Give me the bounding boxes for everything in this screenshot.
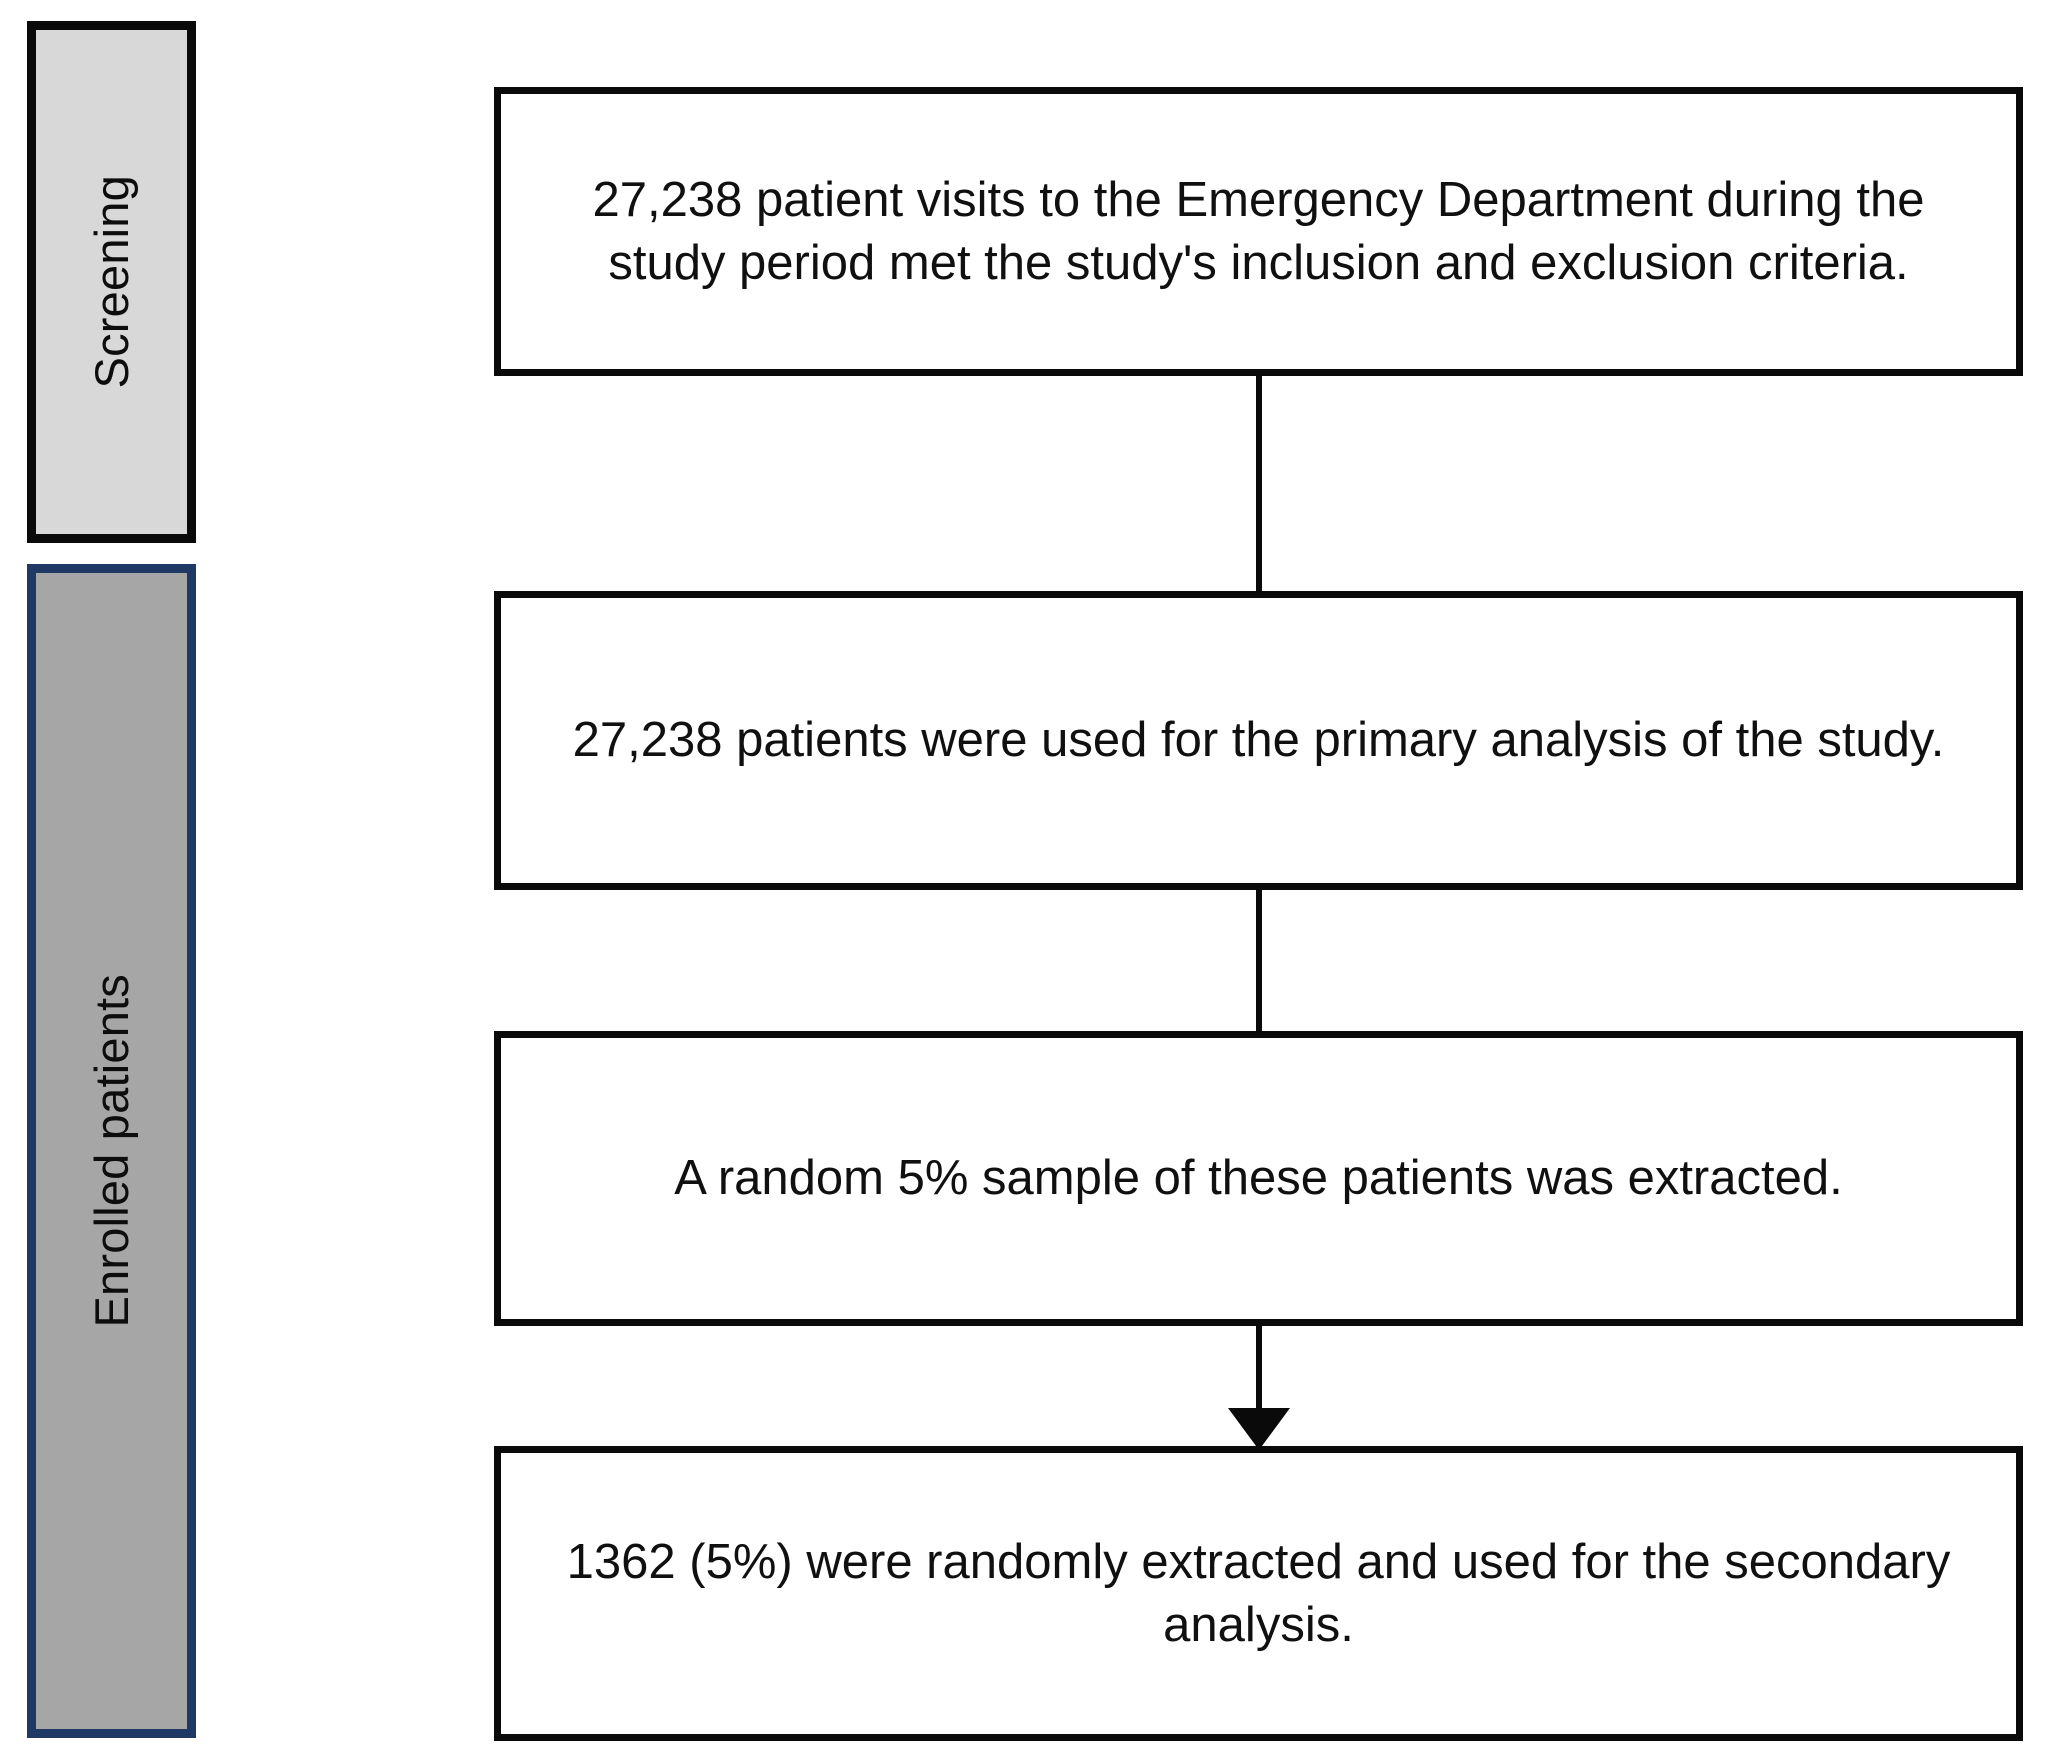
flow-box-text: 27,238 patients were used for the primar… xyxy=(572,713,1945,768)
flow-box-secondary-analysis: 1362 (5%) were randomly extracted and us… xyxy=(494,1446,2023,1741)
stage-label-enrolled-patients: Enrolled patients xyxy=(85,974,138,1328)
arrow-down-icon xyxy=(1228,1408,1290,1450)
connector-line-3 xyxy=(1256,1324,1262,1410)
stage-bar-enrolled-patients: Enrolled patients xyxy=(27,564,196,1738)
flow-box-text: A random 5% sample of these patients was… xyxy=(674,1151,1843,1206)
connector-line-1 xyxy=(1256,374,1262,593)
flow-box-primary-analysis: 27,238 patients were used for the primar… xyxy=(494,591,2023,890)
stage-bar-screening: Screening xyxy=(27,21,196,543)
connector-line-2 xyxy=(1256,888,1262,1033)
flow-box-text: 1362 (5%) were randomly extracted and us… xyxy=(566,1534,1951,1652)
flow-box-text: 27,238 patient visits to the Emergency D… xyxy=(592,172,1925,290)
flow-box-screening-eligible: 27,238 patient visits to the Emergency D… xyxy=(494,87,2023,376)
stage-label-screening: Screening xyxy=(85,175,138,389)
flow-box-random-sample: A random 5% sample of these patients was… xyxy=(494,1031,2023,1326)
